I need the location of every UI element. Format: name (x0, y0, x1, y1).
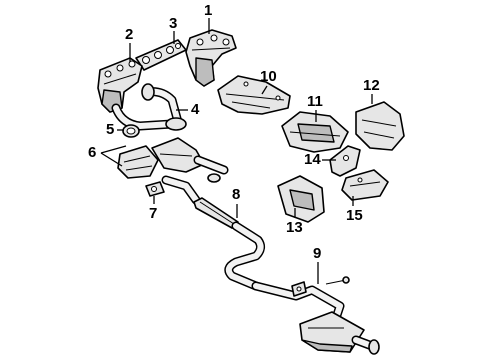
part-6-catalytic-converter (117, 137, 229, 183)
callout-1: 1 (204, 2, 213, 19)
part-14-bracket (329, 145, 361, 177)
callout-15: 15 (346, 207, 363, 224)
part-8-intermediate-pipe (161, 175, 266, 291)
callout-6: 6 (88, 144, 97, 161)
part-4-y-pipe (111, 83, 187, 131)
callout-12: 12 (363, 77, 380, 94)
callout-7: 7 (149, 205, 158, 222)
part-9-muffler (251, 276, 380, 355)
callout-5: 5 (106, 121, 115, 138)
callout-14: 14 (304, 151, 321, 168)
part-12-heat-shield (355, 101, 405, 151)
part-3-manifold-gasket (135, 39, 187, 71)
callout-9: 9 (313, 245, 322, 262)
callout-11: 11 (307, 93, 323, 110)
callout-13: 13 (286, 219, 303, 236)
part-5-gasket-ring (122, 124, 140, 138)
part-2-rear-manifold (97, 57, 143, 113)
callout-8: 8 (232, 186, 241, 203)
callout-2: 2 (125, 26, 134, 43)
part-15-heat-shield (341, 169, 389, 201)
part-1-front-manifold (185, 29, 237, 87)
part-11-heat-shield (281, 111, 349, 153)
part-10-heat-shield (217, 75, 291, 115)
part-13-heat-shield (277, 175, 325, 223)
callout-10: 10 (260, 68, 277, 85)
callout-4: 4 (191, 101, 200, 118)
callout-3: 3 (169, 15, 178, 32)
leader-lines (100, 18, 373, 284)
part-7-flange (145, 181, 165, 197)
